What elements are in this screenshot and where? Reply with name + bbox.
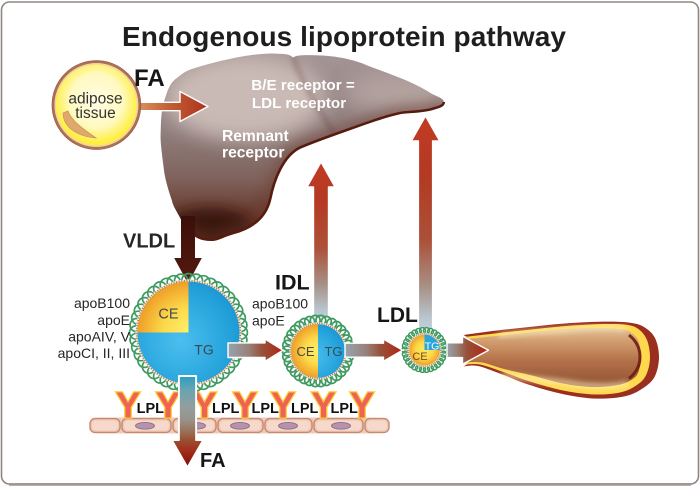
svg-text:LPL: LPL <box>331 401 359 417</box>
svg-text:tissue: tissue <box>75 105 116 122</box>
svg-text:B/E receptor =: B/E receptor = <box>251 77 355 94</box>
svg-text:Y: Y <box>156 385 180 426</box>
svg-text:Y: Y <box>233 385 257 426</box>
svg-text:Endogenous lipoprotein pathway: Endogenous lipoprotein pathway <box>122 21 566 52</box>
svg-text:apoE: apoE <box>97 312 130 328</box>
svg-text:TG: TG <box>194 342 213 358</box>
svg-text:LPL: LPL <box>212 401 240 417</box>
svg-text:receptor: receptor <box>222 145 284 162</box>
svg-text:FA: FA <box>134 65 165 92</box>
svg-text:Remnant: Remnant <box>222 128 289 145</box>
svg-text:CE: CE <box>412 351 427 363</box>
svg-text:CE: CE <box>296 344 314 359</box>
svg-text:FA: FA <box>200 450 226 472</box>
svg-text:LPL: LPL <box>252 401 280 417</box>
svg-text:apoB100: apoB100 <box>74 295 130 311</box>
svg-text:adipose: adipose <box>68 91 122 108</box>
svg-text:apoCI, II, III: apoCI, II, III <box>58 345 130 361</box>
svg-text:TG: TG <box>425 341 440 353</box>
svg-text:VLDL: VLDL <box>123 231 175 253</box>
svg-text:Y: Y <box>271 385 295 426</box>
svg-text:LDL receptor: LDL receptor <box>252 95 346 112</box>
svg-text:apoE: apoE <box>252 313 285 329</box>
svg-text:Y: Y <box>350 385 374 426</box>
svg-text:apoB100: apoB100 <box>252 296 308 312</box>
svg-text:Y: Y <box>311 385 335 426</box>
svg-text:Y: Y <box>116 385 140 426</box>
svg-text:apoAIV, V: apoAIV, V <box>68 329 130 345</box>
svg-text:LDL: LDL <box>377 304 418 327</box>
svg-text:CE: CE <box>158 307 178 323</box>
svg-text:TG: TG <box>324 344 342 359</box>
svg-text:LPL: LPL <box>137 401 165 417</box>
svg-text:IDL: IDL <box>275 271 310 295</box>
svg-text:LPL: LPL <box>291 401 319 417</box>
